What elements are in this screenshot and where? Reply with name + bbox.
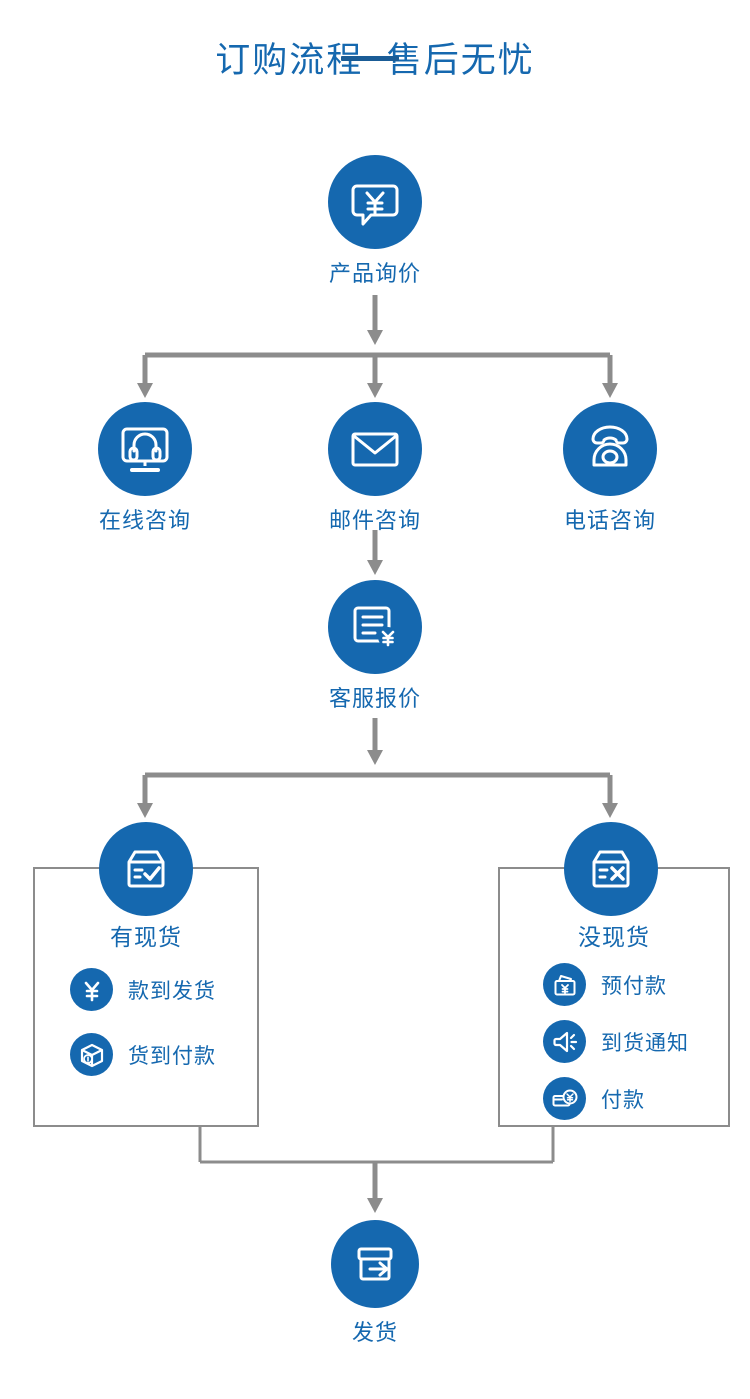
package-cube-icon xyxy=(70,1033,113,1076)
option-list-in-stock: 款到发货 货到付款 xyxy=(70,968,260,1098)
node-label: 客服报价 xyxy=(328,686,421,711)
yen-icon xyxy=(70,968,113,1011)
node-service-quote[interactable]: 客服报价 xyxy=(328,580,422,713)
monitor-headset-icon xyxy=(98,402,192,496)
node-label: 邮件咨询 xyxy=(328,508,421,533)
option-label: 款到发货 xyxy=(128,979,216,1003)
list-item[interactable]: 到货通知 xyxy=(543,1020,733,1063)
node-phone-consult[interactable]: 电话咨询 xyxy=(563,402,657,535)
title-underline xyxy=(341,56,399,61)
box-x-icon xyxy=(564,822,658,916)
node-label: 电话咨询 xyxy=(563,508,656,533)
node-label: 产品询价 xyxy=(328,261,421,286)
chat-bubble-yen-icon xyxy=(328,155,422,249)
page-title-text: 订购流程 售后无忧 xyxy=(215,41,535,80)
option-label: 到货通知 xyxy=(601,1031,689,1055)
option-list-out-of-stock: 预付款 到货通知 付款 xyxy=(543,963,733,1120)
node-shipping[interactable]: 发货 xyxy=(331,1220,419,1347)
node-online-consult[interactable]: 在线咨询 xyxy=(98,402,192,535)
option-label: 货到付款 xyxy=(128,1044,216,1068)
box-check-icon xyxy=(99,822,193,916)
telephone-icon xyxy=(563,402,657,496)
envelope-icon xyxy=(328,402,422,496)
list-item[interactable]: 预付款 xyxy=(543,963,733,1006)
node-product-inquiry[interactable]: 产品询价 xyxy=(328,155,422,288)
list-item[interactable]: 付款 xyxy=(543,1077,733,1120)
branch-label-in-stock: 有现货 xyxy=(110,924,182,950)
node-label: 发货 xyxy=(351,1320,398,1345)
speaker-notify-icon xyxy=(543,1020,586,1063)
box-arrow-out-icon xyxy=(331,1220,419,1308)
node-label: 在线咨询 xyxy=(98,508,191,533)
list-item[interactable]: 款到发货 xyxy=(70,968,260,1011)
card-yen-icon xyxy=(543,1077,586,1120)
node-email-consult[interactable]: 邮件咨询 xyxy=(328,402,422,535)
page-title: 订购流程 售后无忧 xyxy=(0,38,750,84)
node-out-of-stock[interactable] xyxy=(564,822,658,916)
node-in-stock[interactable] xyxy=(99,822,193,916)
branch-label-out-of-stock: 没现货 xyxy=(578,924,650,950)
wallet-yen-icon xyxy=(543,963,586,1006)
option-label: 付款 xyxy=(601,1088,645,1112)
list-item[interactable]: 货到付款 xyxy=(70,1033,260,1076)
option-label: 预付款 xyxy=(601,974,667,998)
document-yen-icon xyxy=(328,580,422,674)
